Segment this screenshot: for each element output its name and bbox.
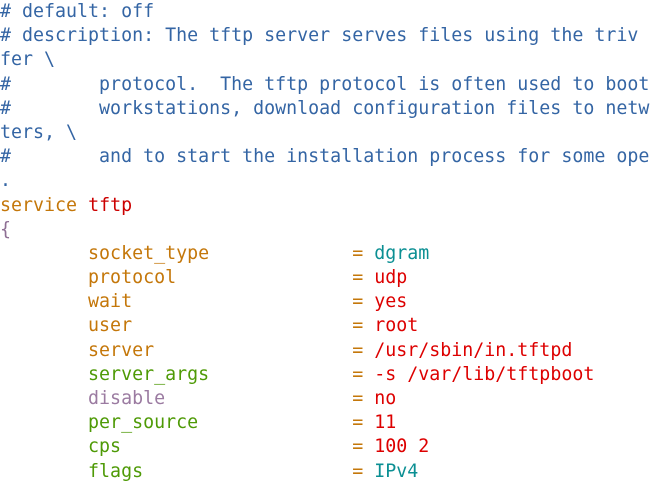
code-token-attr-o: socket_type <box>0 242 353 264</box>
code-token-eq: = <box>352 315 375 337</box>
code-line[interactable]: user = root <box>0 314 666 338</box>
code-token-eq: = <box>352 339 375 361</box>
code-token-comment: # default: off <box>0 1 155 22</box>
code-token-keyword: service <box>0 194 89 216</box>
code-token-comment: # workstations, download configuration f… <box>0 97 650 119</box>
code-line[interactable]: # workstations, download configuration f… <box>0 97 666 121</box>
code-token-eq: = <box>352 267 375 289</box>
code-token-val-red: 100 2 <box>374 436 430 458</box>
code-token-eq: = <box>352 412 375 434</box>
code-token-comment: # and to start the installation process … <box>0 146 650 168</box>
code-line[interactable]: disable = no <box>0 387 666 411</box>
code-line[interactable]: # default: off <box>0 0 666 24</box>
code-token-eq: = <box>352 460 375 482</box>
code-line[interactable]: service tftp <box>0 194 666 218</box>
code-token-val-red: no <box>374 388 397 409</box>
code-line[interactable]: { <box>0 218 666 242</box>
code-line[interactable]: # description: The tftp server serves fi… <box>0 24 666 48</box>
code-line[interactable]: server = /usr/sbin/in.tftpd <box>0 339 666 363</box>
code-token-attr-o: server <box>0 339 353 361</box>
code-token-eq: = <box>352 388 375 409</box>
code-token-attr-p: disable <box>0 388 353 409</box>
code-line[interactable]: per_source = 11 <box>0 411 666 435</box>
code-token-attr-g: cps <box>0 436 353 458</box>
code-token-val-red: /usr/sbin/in.tftpd <box>374 339 573 361</box>
code-line[interactable]: cps = 100 2 <box>0 435 666 459</box>
code-token-val-red: yes <box>374 291 408 313</box>
code-line[interactable]: # protocol. The tftp protocol is often u… <box>0 73 666 97</box>
code-line[interactable]: fer \ <box>0 48 666 72</box>
code-line[interactable]: . <box>0 169 666 193</box>
code-token-attr-g: server_args <box>0 363 353 385</box>
code-token-attr-g: flags <box>0 460 353 482</box>
code-token-attr-o: protocol <box>0 267 353 289</box>
code-token-val-red: 11 <box>374 412 397 434</box>
code-token-brace: { <box>0 218 12 240</box>
code-token-val-red: root <box>374 315 419 337</box>
code-token-comment: . <box>0 170 12 192</box>
code-line[interactable]: ters, \ <box>0 121 666 145</box>
code-token-val-red: udp <box>374 267 408 289</box>
code-token-attr-o: wait <box>0 291 353 313</box>
code-token-name: tftp <box>88 194 133 216</box>
code-line[interactable]: protocol = udp <box>0 266 666 290</box>
code-token-val-red: -s /var/lib/tftpboot <box>374 363 595 385</box>
code-token-eq: = <box>352 242 375 264</box>
code-token-comment: # description: The tftp server serves fi… <box>0 25 639 47</box>
code-token-attr-o: user <box>0 315 353 337</box>
code-token-eq: = <box>352 436 375 458</box>
code-token-comment: fer \ <box>0 49 56 71</box>
code-token-val-teal: dgram <box>374 242 430 264</box>
code-token-val-teal: IPv4 <box>374 460 419 482</box>
code-token-comment: ters, \ <box>0 121 78 143</box>
code-line[interactable]: wait = yes <box>0 290 666 314</box>
code-token-comment: # protocol. The tftp protocol is often u… <box>0 73 650 95</box>
code-token-attr-g: per_source <box>0 412 353 434</box>
code-token-eq: = <box>352 363 375 385</box>
code-line[interactable]: flags = IPv4 <box>0 460 666 482</box>
code-token-eq: = <box>352 291 375 313</box>
code-line[interactable]: # and to start the installation process … <box>0 145 666 169</box>
code-line[interactable]: socket_type = dgram <box>0 242 666 266</box>
code-line[interactable]: server_args = -s /var/lib/tftpboot <box>0 363 666 387</box>
